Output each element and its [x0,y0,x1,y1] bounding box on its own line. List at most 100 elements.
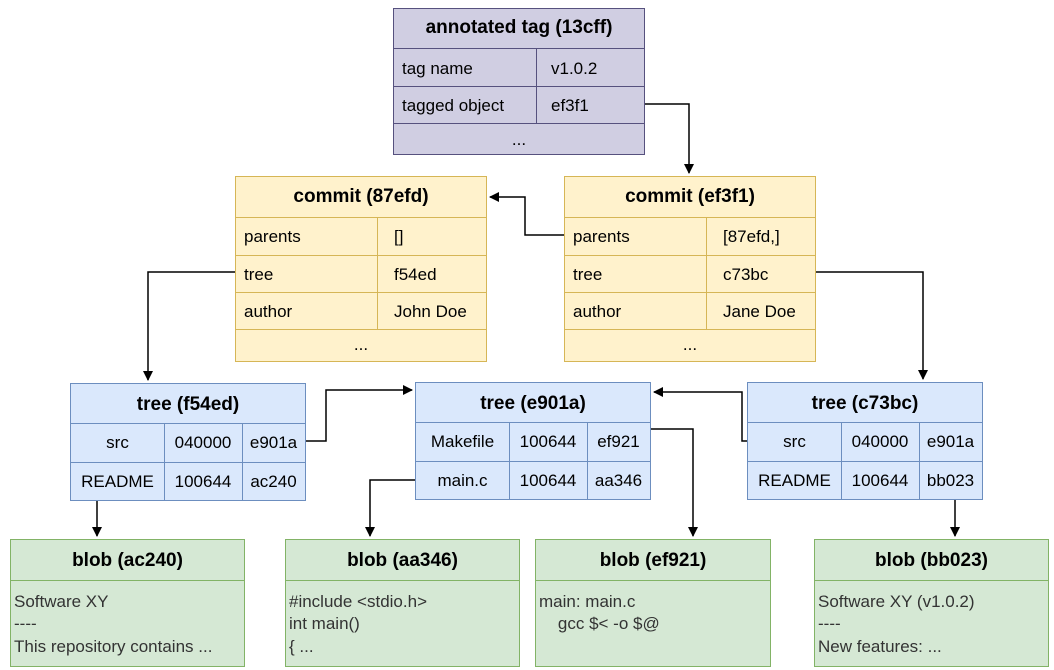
divider [394,48,644,49]
blob-title: blob (aa346) [347,550,458,571]
tree-entry-mode: 100644 [851,471,909,490]
divider [509,422,510,500]
commit-row-value: [87efd,] [723,227,780,246]
tree-entry-hash: ef921 [597,432,640,451]
divider [236,217,486,218]
tree-entry-name: src [106,433,129,452]
divider [536,580,770,581]
commit-row-value: John Doe [394,302,467,321]
arrow-tag-to-commit-ef3f1 [645,103,694,174]
arrow-tree-c73bc-src-to-tree-e901a [653,387,747,442]
tree-title: tree (f54ed) [136,394,240,415]
commit-title: commit (87efd) [293,186,429,207]
divider [394,123,644,124]
commit-row-key: parents [573,227,630,246]
commit-row-key: tree [244,265,274,284]
tree-entry-name: README [81,472,154,491]
divider [71,423,305,424]
divider [377,217,378,330]
divider [416,461,650,462]
tree-entry-mode: 100644 [519,471,577,490]
tree-entry-hash: ac240 [250,472,297,491]
divider [236,255,486,256]
tree-title: tree (c73bc) [811,393,919,414]
arrow-parent-to-commit-87efd [489,192,564,236]
divider [565,217,815,218]
divider [11,580,244,581]
commit-87efd-box: commit (87efd) parents [] tree f54ed aut… [235,176,487,362]
commit-title: commit (ef3f1) [625,186,755,207]
commit-ellipsis: ... [353,335,369,354]
divider [919,422,920,500]
tree-entry-name: README [758,471,831,490]
divider [286,580,519,581]
divider [565,292,815,293]
commit-row-value: f54ed [394,265,437,284]
commit-ef3f1-box: commit (ef3f1) parents [87efd,] tree c73… [564,176,816,362]
commit-row-key: author [573,302,622,321]
divider [748,461,982,462]
tree-entry-name: Makefile [430,432,495,451]
blob-bb023-box: blob (bb023) Software XY (v1.0.2) ---- N… [814,539,1049,667]
tree-entry-hash: bb023 [926,471,975,490]
tree-entry-name: src [783,432,806,451]
commit-row-key: author [244,302,293,321]
commit-row-key: tree [573,265,603,284]
annotated-tag-box: annotated tag (13cff) tag name v1.0.2 ta… [393,8,645,155]
tag-ellipsis: ... [511,130,527,149]
blob-content-line: This repository contains ... [14,637,213,656]
commit-ellipsis: ... [682,335,698,354]
tag-row-value: v1.0.2 [551,59,598,78]
blob-title: blob (bb023) [875,550,988,571]
blob-ac240-box: blob (ac240) Software XY ---- This repos… [10,539,245,667]
arrow-tree-f54ed-src-to-tree-e901a [306,385,413,442]
tree-c73bc-box: tree (c73bc) src 040000 e901a README 100… [747,382,983,500]
blob-ef921-box: blob (ef921) main: main.c gcc $< -o $@ [535,539,771,667]
blob-content-line: int main() [289,614,360,633]
blob-content-line: { ... [289,637,314,656]
divider [236,292,486,293]
tree-entry-hash: e901a [926,432,975,451]
tag-row-key: tag name [402,59,473,78]
blob-title: blob (ef921) [599,550,707,571]
blob-title: blob (ac240) [72,550,183,571]
divider [536,48,537,124]
divider [416,422,650,423]
tag-row-value: ef3f1 [551,96,589,115]
divider [394,86,644,87]
commit-row-value: c73bc [723,265,769,284]
blob-content-line: ---- [818,614,841,633]
blob-content-line: #include <stdio.h> [289,592,427,611]
tree-f54ed-box: tree (f54ed) src 040000 e901a README 100… [70,383,306,501]
commit-row-key: parents [244,227,301,246]
divider [242,423,243,501]
divider [565,329,815,330]
tree-entry-mode: 100644 [174,472,232,491]
arrow-makefile-to-blob-ef921 [651,428,698,537]
blob-content-line: New features: ... [818,637,942,656]
tag-title: annotated tag (13cff) [425,17,613,38]
divider [236,329,486,330]
tree-entry-mode: 040000 [174,433,232,452]
arrow-commit-87efd-to-tree-f54ed [143,271,235,381]
divider [748,422,982,423]
tree-title: tree (e901a) [480,393,586,414]
divider [706,217,707,330]
commit-row-value: Jane Doe [723,302,796,321]
divider [587,422,588,500]
tree-e901a-box: tree (e901a) Makefile 100644 ef921 main.… [415,382,651,500]
blob-content-line: Software XY [14,592,109,611]
blob-content-line: main: main.c [539,592,636,611]
divider [815,580,1048,581]
tree-entry-name: main.c [437,471,488,490]
blob-content-line: Software XY (v1.0.2) [818,592,975,611]
tree-entry-mode: 040000 [851,432,909,451]
divider [71,462,305,463]
arrow-commit-ef3f1-to-tree-c73bc [816,271,928,380]
divider [164,423,165,501]
tree-entry-hash: e901a [249,433,298,452]
arrow-main-c-to-blob-aa346 [365,479,415,537]
blob-content-line: gcc $< -o $@ [539,614,660,633]
tree-entry-hash: aa346 [594,471,643,490]
